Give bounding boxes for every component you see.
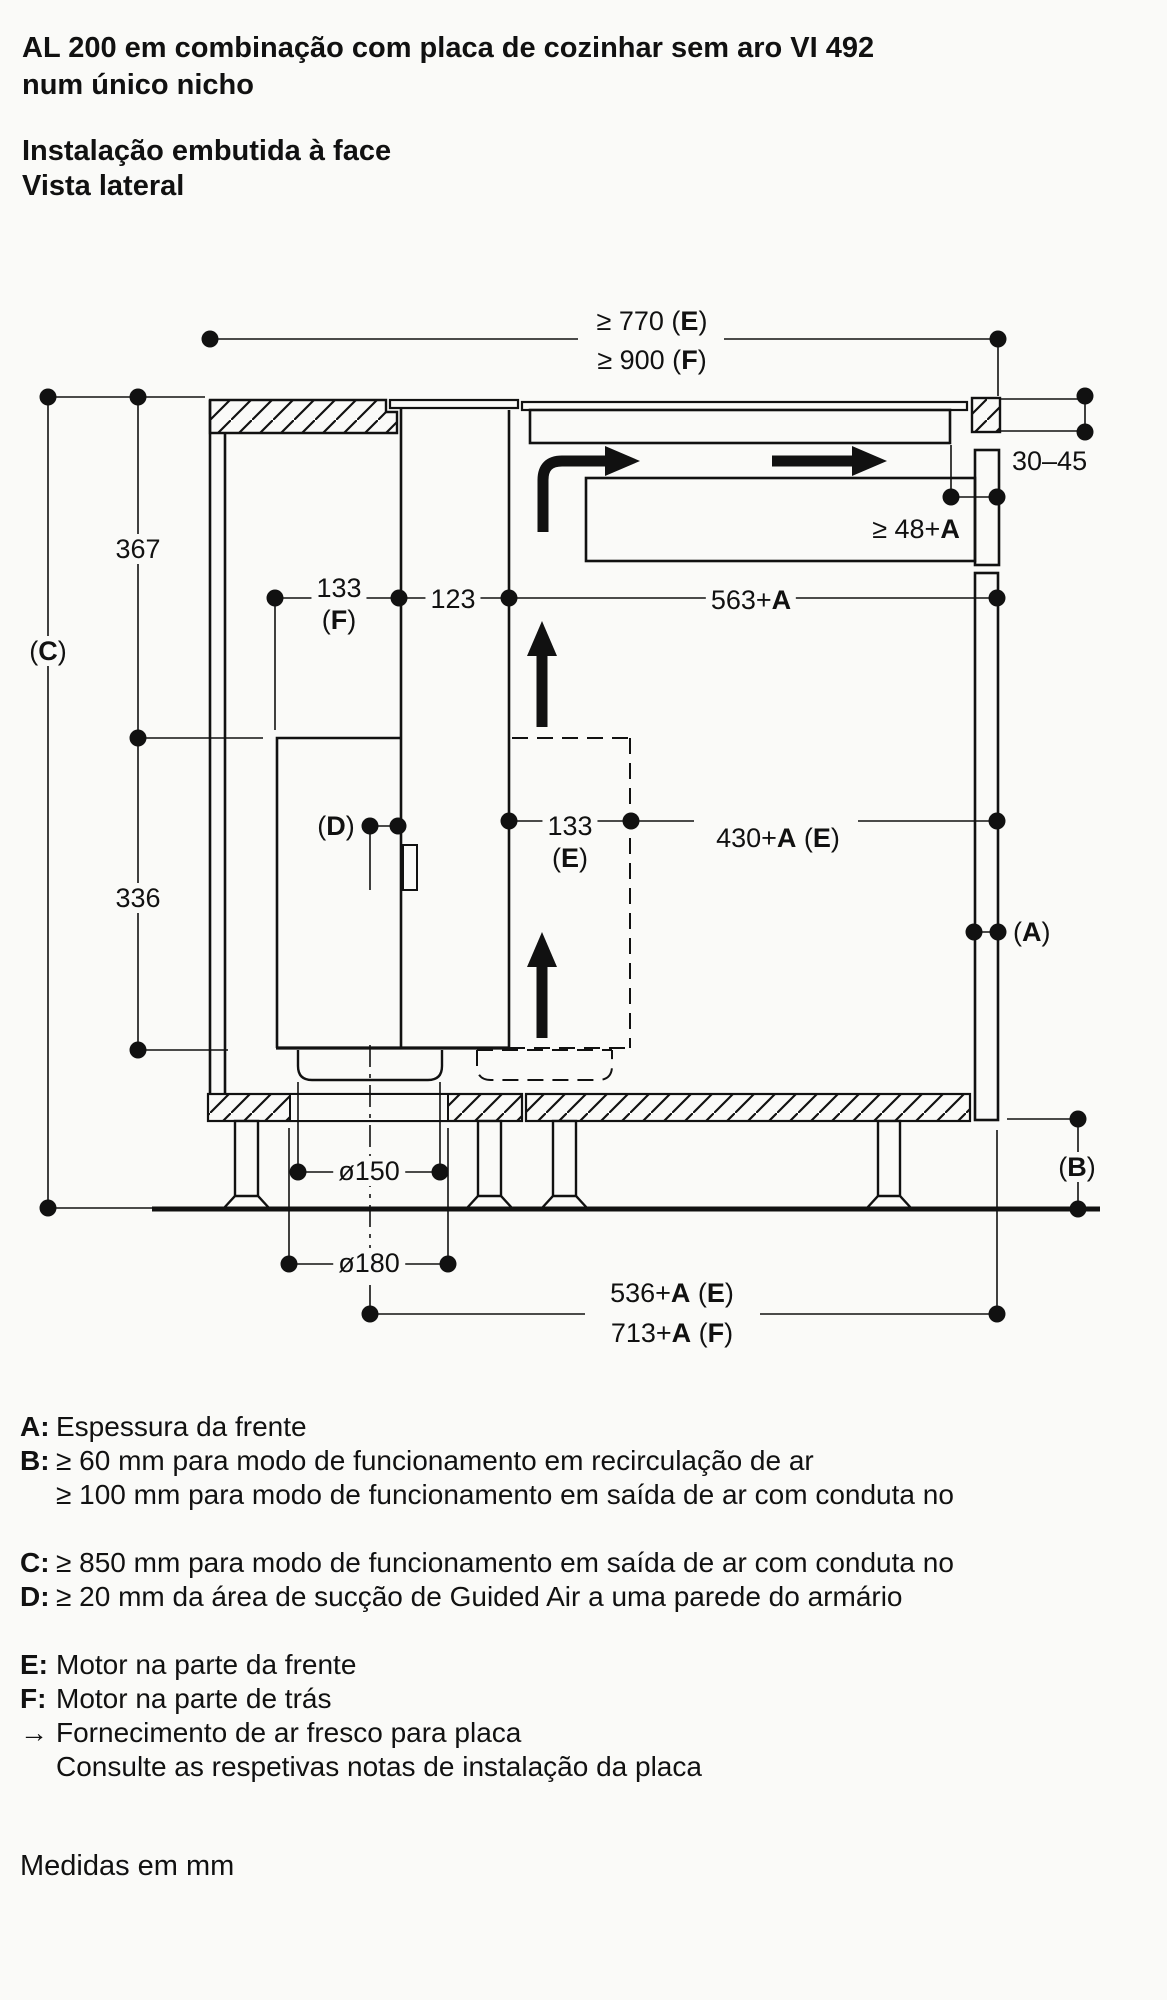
dim-label-30-45: 30–45: [1012, 446, 1088, 476]
legend-prefix-b2: [20, 1478, 56, 1512]
countertop-corner-block: [970, 396, 1002, 434]
dim-label-900-f: ≥ 900 (F): [597, 345, 707, 375]
legend-text-f: Motor na parte de trás: [56, 1683, 332, 1714]
dim-label-133e-key: (E): [546, 843, 594, 873]
subtitle-line2: Vista lateral: [22, 170, 185, 202]
exhaust-up-arrowhead-1: [527, 621, 557, 656]
legend-prefix-e: E:: [20, 1649, 48, 1680]
motor-box-front-dashed: [509, 737, 631, 1049]
dim-label-430a: 430+A (E): [716, 823, 840, 853]
leg-foot: [221, 1194, 272, 1210]
legend-prefix-d: D:: [20, 1581, 50, 1612]
legend-item-f: F: Motor na parte de trás: [20, 1682, 1140, 1716]
fresh-air-straight-arrowhead: [852, 446, 887, 476]
legend-text-note: Consulte as respetivas notas de instalaç…: [56, 1751, 702, 1782]
dim-label-133f-key: (F): [316, 605, 362, 635]
legend-item-d: D: ≥ 20 mm da área de sucção de Guided A…: [20, 1580, 1140, 1614]
hood-duct: [399, 408, 511, 1048]
dim-bottom-width: [370, 1130, 998, 1315]
left-cabinet-wall: [208, 400, 227, 1094]
dim-label-o150: ø150: [333, 1156, 405, 1186]
fresh-air-bent-arrow: [537, 455, 605, 532]
dim-D: [369, 825, 398, 890]
leg: [551, 1119, 578, 1199]
leg-foot: [539, 1194, 590, 1210]
legend-prefix-note: [20, 1750, 56, 1784]
leg-foot: [464, 1194, 515, 1210]
dim-row-133f-123-563: [274, 597, 997, 730]
units-note: Medidas em mm: [20, 1850, 235, 1882]
front-panel-upper: [973, 448, 1001, 567]
dim-label-48a: ≥ 48+A: [872, 514, 960, 544]
dim-label-770-e: ≥ 770 (E): [596, 306, 708, 336]
legend-text-arrow: Fornecimento de ar fresco para placa: [56, 1717, 522, 1748]
legend-text-a: Espessura da frente: [56, 1411, 307, 1442]
dim-label-133f: 133: [311, 573, 367, 603]
page-title: AL 200 em combinação com placa de cozinh…: [22, 30, 874, 104]
dim-label-536a: 536+A (E): [610, 1278, 734, 1308]
leg: [233, 1119, 260, 1199]
dim-label-a: (A): [1013, 917, 1051, 947]
subtitle-line1: Instalação embutida à face: [22, 135, 392, 167]
exhaust-up-arrowhead-2: [527, 932, 557, 967]
cabinet-structure: [48, 396, 1100, 1212]
toe-kick-right: [524, 1092, 972, 1123]
airflow-arrows: [527, 446, 887, 1038]
dim-label-133e: 133: [542, 811, 598, 841]
legend-item-a: A: Espessura da frente: [20, 1410, 1140, 1444]
legend-item-b: B: ≥ 60 mm para modo de funcionamento em…: [20, 1444, 1140, 1478]
dim-label-d: (D): [317, 811, 355, 841]
dim-label-367: 367: [110, 534, 166, 564]
fresh-air-arrow-icon: →: [20, 1717, 48, 1748]
dimension-lines: [47, 338, 1086, 1315]
countertop-left: [208, 398, 399, 435]
leg: [876, 1119, 902, 1199]
legend-prefix-c: C:: [20, 1547, 50, 1578]
dim-label-o180: ø180: [333, 1248, 405, 1278]
legend-item-b2: ≥ 100 mm para modo de funcionamento em s…: [20, 1478, 1140, 1512]
toe-kick-air-opening: [289, 1093, 449, 1122]
legend-item-note: Consulte as respetivas notas de instalaç…: [20, 1750, 1140, 1784]
fresh-air-bent-arrowhead: [605, 446, 640, 476]
dim-label-336: 336: [110, 883, 166, 913]
dim-label-563: 563+A: [705, 585, 797, 615]
legend-item-e: E: Motor na parte da frente: [20, 1648, 1140, 1682]
legend-prefix-b: B:: [20, 1445, 50, 1476]
leg: [476, 1119, 503, 1199]
dim-label-c: (C): [24, 636, 72, 666]
legend-text-d: ≥ 20 mm da área de sucção de Guided Air …: [56, 1581, 903, 1612]
legend-item-c: C: ≥ 850 mm para modo de funcionamento e…: [20, 1546, 1140, 1580]
page-subtitle: Instalação embutida à face Vista lateral: [22, 134, 391, 204]
front-panel-lower: [973, 571, 1000, 1122]
legend: A: Espessura da frente B: ≥ 60 mm para m…: [20, 1410, 1140, 1784]
dim-label-713a: 713+A (F): [610, 1318, 734, 1348]
hood-blower-housing: [584, 476, 977, 563]
legend-text-c: ≥ 850 mm para modo de funcionamento em s…: [56, 1547, 954, 1578]
legend-prefix-f: F:: [20, 1683, 47, 1714]
dim-top-width: [210, 338, 999, 396]
dim-label-b: (B): [1053, 1152, 1101, 1182]
hood-top-cap: [388, 398, 520, 410]
dimension-dots: [39, 330, 1094, 1323]
air-outlet-rear: [296, 1050, 444, 1082]
air-outlet-front-dashed: [476, 1049, 613, 1081]
page-title-line2: num único nicho: [22, 69, 254, 101]
legend-text-e: Motor na parte da frente: [56, 1649, 357, 1680]
dim-label-123: 123: [425, 584, 481, 614]
leg-foot: [864, 1194, 914, 1210]
legend-prefix-a: A:: [20, 1411, 50, 1442]
page-title-line1: AL 200 em combinação com placa de cozinh…: [22, 32, 875, 64]
legend-item-arrow: → Fornecimento de ar fresco para placa: [20, 1716, 1140, 1750]
cabinet-legs: [221, 1119, 914, 1210]
dim-o180: [288, 1128, 449, 1265]
guided-air-inlet: [402, 844, 418, 891]
legend-text-b: ≥ 60 mm para modo de funcionamento em re…: [56, 1445, 814, 1476]
legend-text-b2: ≥ 100 mm para modo de funcionamento em s…: [56, 1479, 954, 1510]
cooktop-body: [528, 408, 952, 445]
dim-30-45: [1000, 396, 1086, 432]
motor-box-rear: [275, 736, 401, 1048]
